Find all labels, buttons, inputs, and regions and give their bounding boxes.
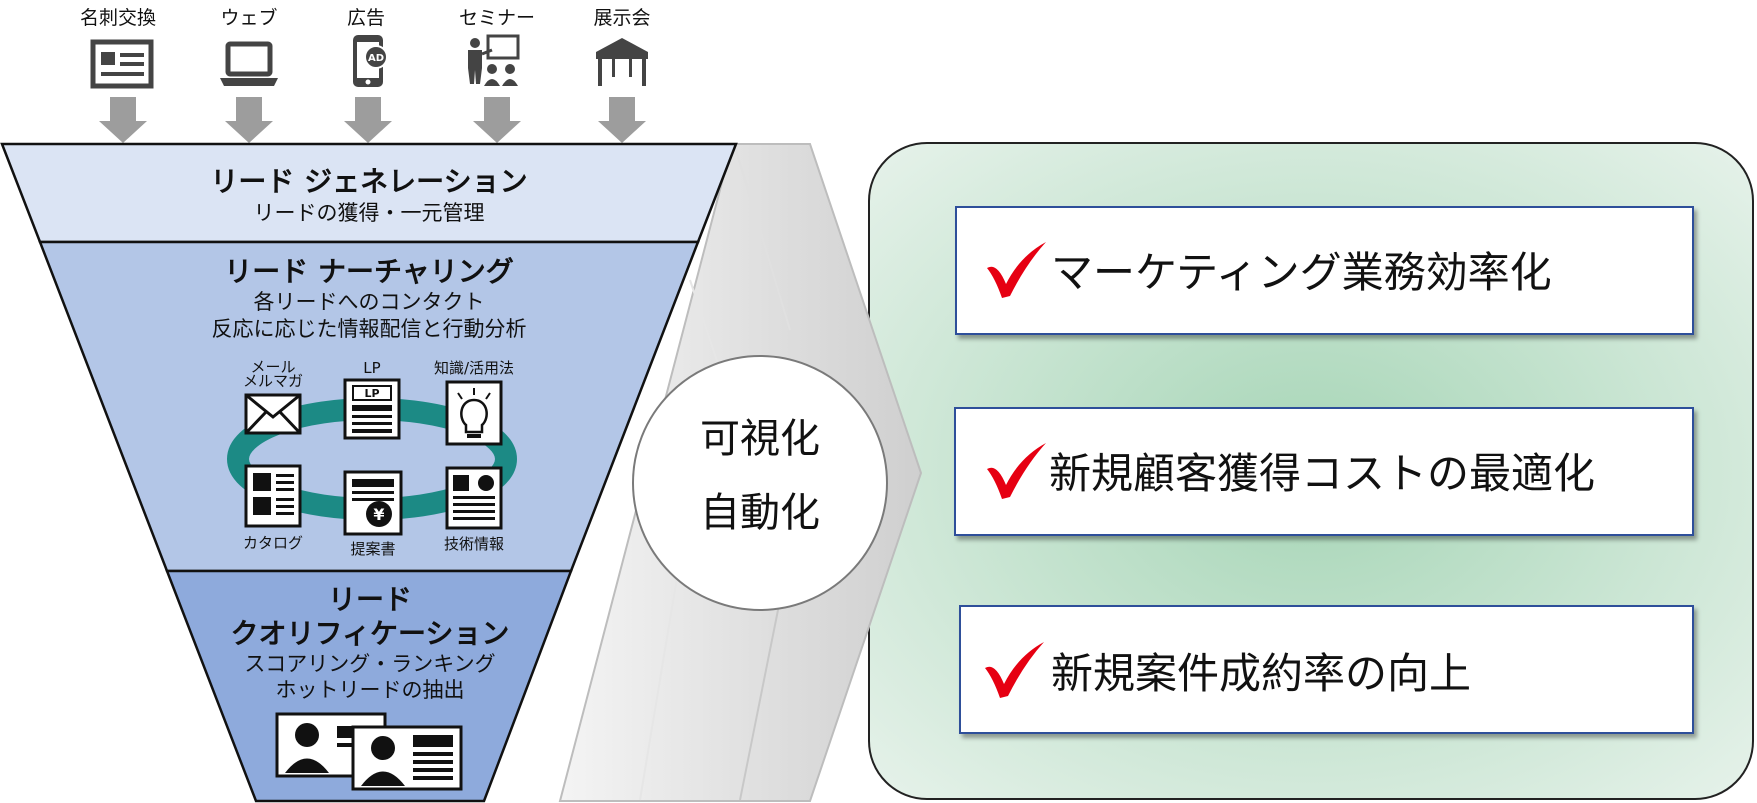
svg-text:¥: ¥ bbox=[373, 505, 384, 524]
nurturing-desc-2: 反応に応じた情報配信と行動分析 bbox=[212, 317, 527, 341]
check-icon bbox=[987, 242, 1046, 298]
source-business-card: 名刺交換 bbox=[80, 7, 156, 89]
benefit-item-3: 新規案件成約率の向上 bbox=[959, 605, 1694, 734]
source-ad: 広告 AD bbox=[347, 7, 388, 87]
catalog-icon bbox=[244, 464, 302, 528]
business-card-icon bbox=[90, 39, 154, 89]
lead-sources: 名刺交換 ウェブ 広告 AD bbox=[80, 6, 651, 89]
source-label: セミナー bbox=[459, 7, 535, 29]
qualification-desc-1: スコアリング・ランキング bbox=[244, 652, 495, 676]
down-arrow-icon bbox=[598, 97, 646, 143]
source-label: 展示会 bbox=[593, 7, 650, 29]
qualification-title-1: リード bbox=[328, 583, 412, 616]
nurturing-cycle: メール メルマガ LP LP 知識/活用法 bbox=[227, 358, 517, 558]
center-visualization: 可視化 bbox=[700, 416, 820, 462]
smartphone-ad-icon: AD bbox=[353, 35, 388, 87]
source-seminar: セミナー bbox=[459, 7, 535, 86]
knowledge-label: 知識/活用法 bbox=[434, 359, 514, 377]
mail-label-1: メール bbox=[250, 358, 295, 376]
check-icon bbox=[985, 642, 1044, 698]
benefit-text: 新規顧客獲得コストの最適化 bbox=[1049, 449, 1595, 498]
mail-label-2: メルマガ bbox=[243, 372, 303, 390]
down-arrow-icon bbox=[225, 97, 273, 143]
check-icon bbox=[987, 443, 1046, 499]
funnel-qualification bbox=[165, 569, 573, 803]
proposal-label: 提案書 bbox=[350, 540, 395, 558]
source-label: ウェブ bbox=[220, 6, 277, 29]
seminar-icon bbox=[468, 34, 520, 86]
source-exhibition: 展示会 bbox=[593, 7, 651, 86]
tech-label: 技術情報 bbox=[444, 535, 504, 553]
down-arrow-icon bbox=[473, 97, 521, 143]
benefit-text: マーケティング業務効率化 bbox=[1051, 248, 1552, 297]
source-arrows bbox=[99, 97, 646, 143]
catalog-label: カタログ bbox=[243, 534, 303, 552]
down-arrow-icon bbox=[344, 97, 392, 143]
laptop-icon bbox=[220, 41, 278, 86]
center-automation: 自動化 bbox=[700, 490, 820, 536]
proposal-document-icon: ¥ bbox=[343, 470, 403, 536]
nurturing-desc-1: 各リードへのコンタクト bbox=[254, 290, 485, 314]
benefit-item-2: 新規顧客獲得コストの最適化 bbox=[954, 407, 1694, 536]
benefit-item-1: マーケティング業務効率化 bbox=[955, 206, 1694, 335]
source-label: 名刺交換 bbox=[80, 7, 156, 29]
generation-title: リード ジェネレーション bbox=[210, 165, 527, 198]
nurturing-title: リード ナーチャリング bbox=[224, 255, 513, 288]
svg-text:AD: AD bbox=[368, 53, 384, 64]
hot-lead-cards bbox=[275, 712, 463, 791]
benefit-text: 新規案件成約率の向上 bbox=[1051, 649, 1471, 698]
qualification-desc-2: ホットリードの抽出 bbox=[276, 678, 465, 702]
down-arrow-icon bbox=[99, 97, 147, 143]
profile-card-icon bbox=[351, 725, 463, 791]
lightbulb-icon bbox=[445, 380, 503, 446]
landing-page-icon: LP bbox=[343, 378, 401, 440]
lp-label: LP bbox=[363, 359, 380, 377]
mail-icon bbox=[244, 393, 302, 435]
tech-info-icon bbox=[445, 466, 503, 530]
qualification-title-2: クオリフィケーション bbox=[231, 617, 510, 650]
source-label: 広告 bbox=[347, 7, 385, 29]
svg-text:LP: LP bbox=[364, 387, 379, 400]
source-web: ウェブ bbox=[220, 6, 278, 86]
center-circle: 可視化 自動化 bbox=[632, 355, 888, 611]
exhibition-tent-icon bbox=[596, 38, 648, 86]
generation-desc: リードの獲得・一元管理 bbox=[254, 201, 485, 225]
